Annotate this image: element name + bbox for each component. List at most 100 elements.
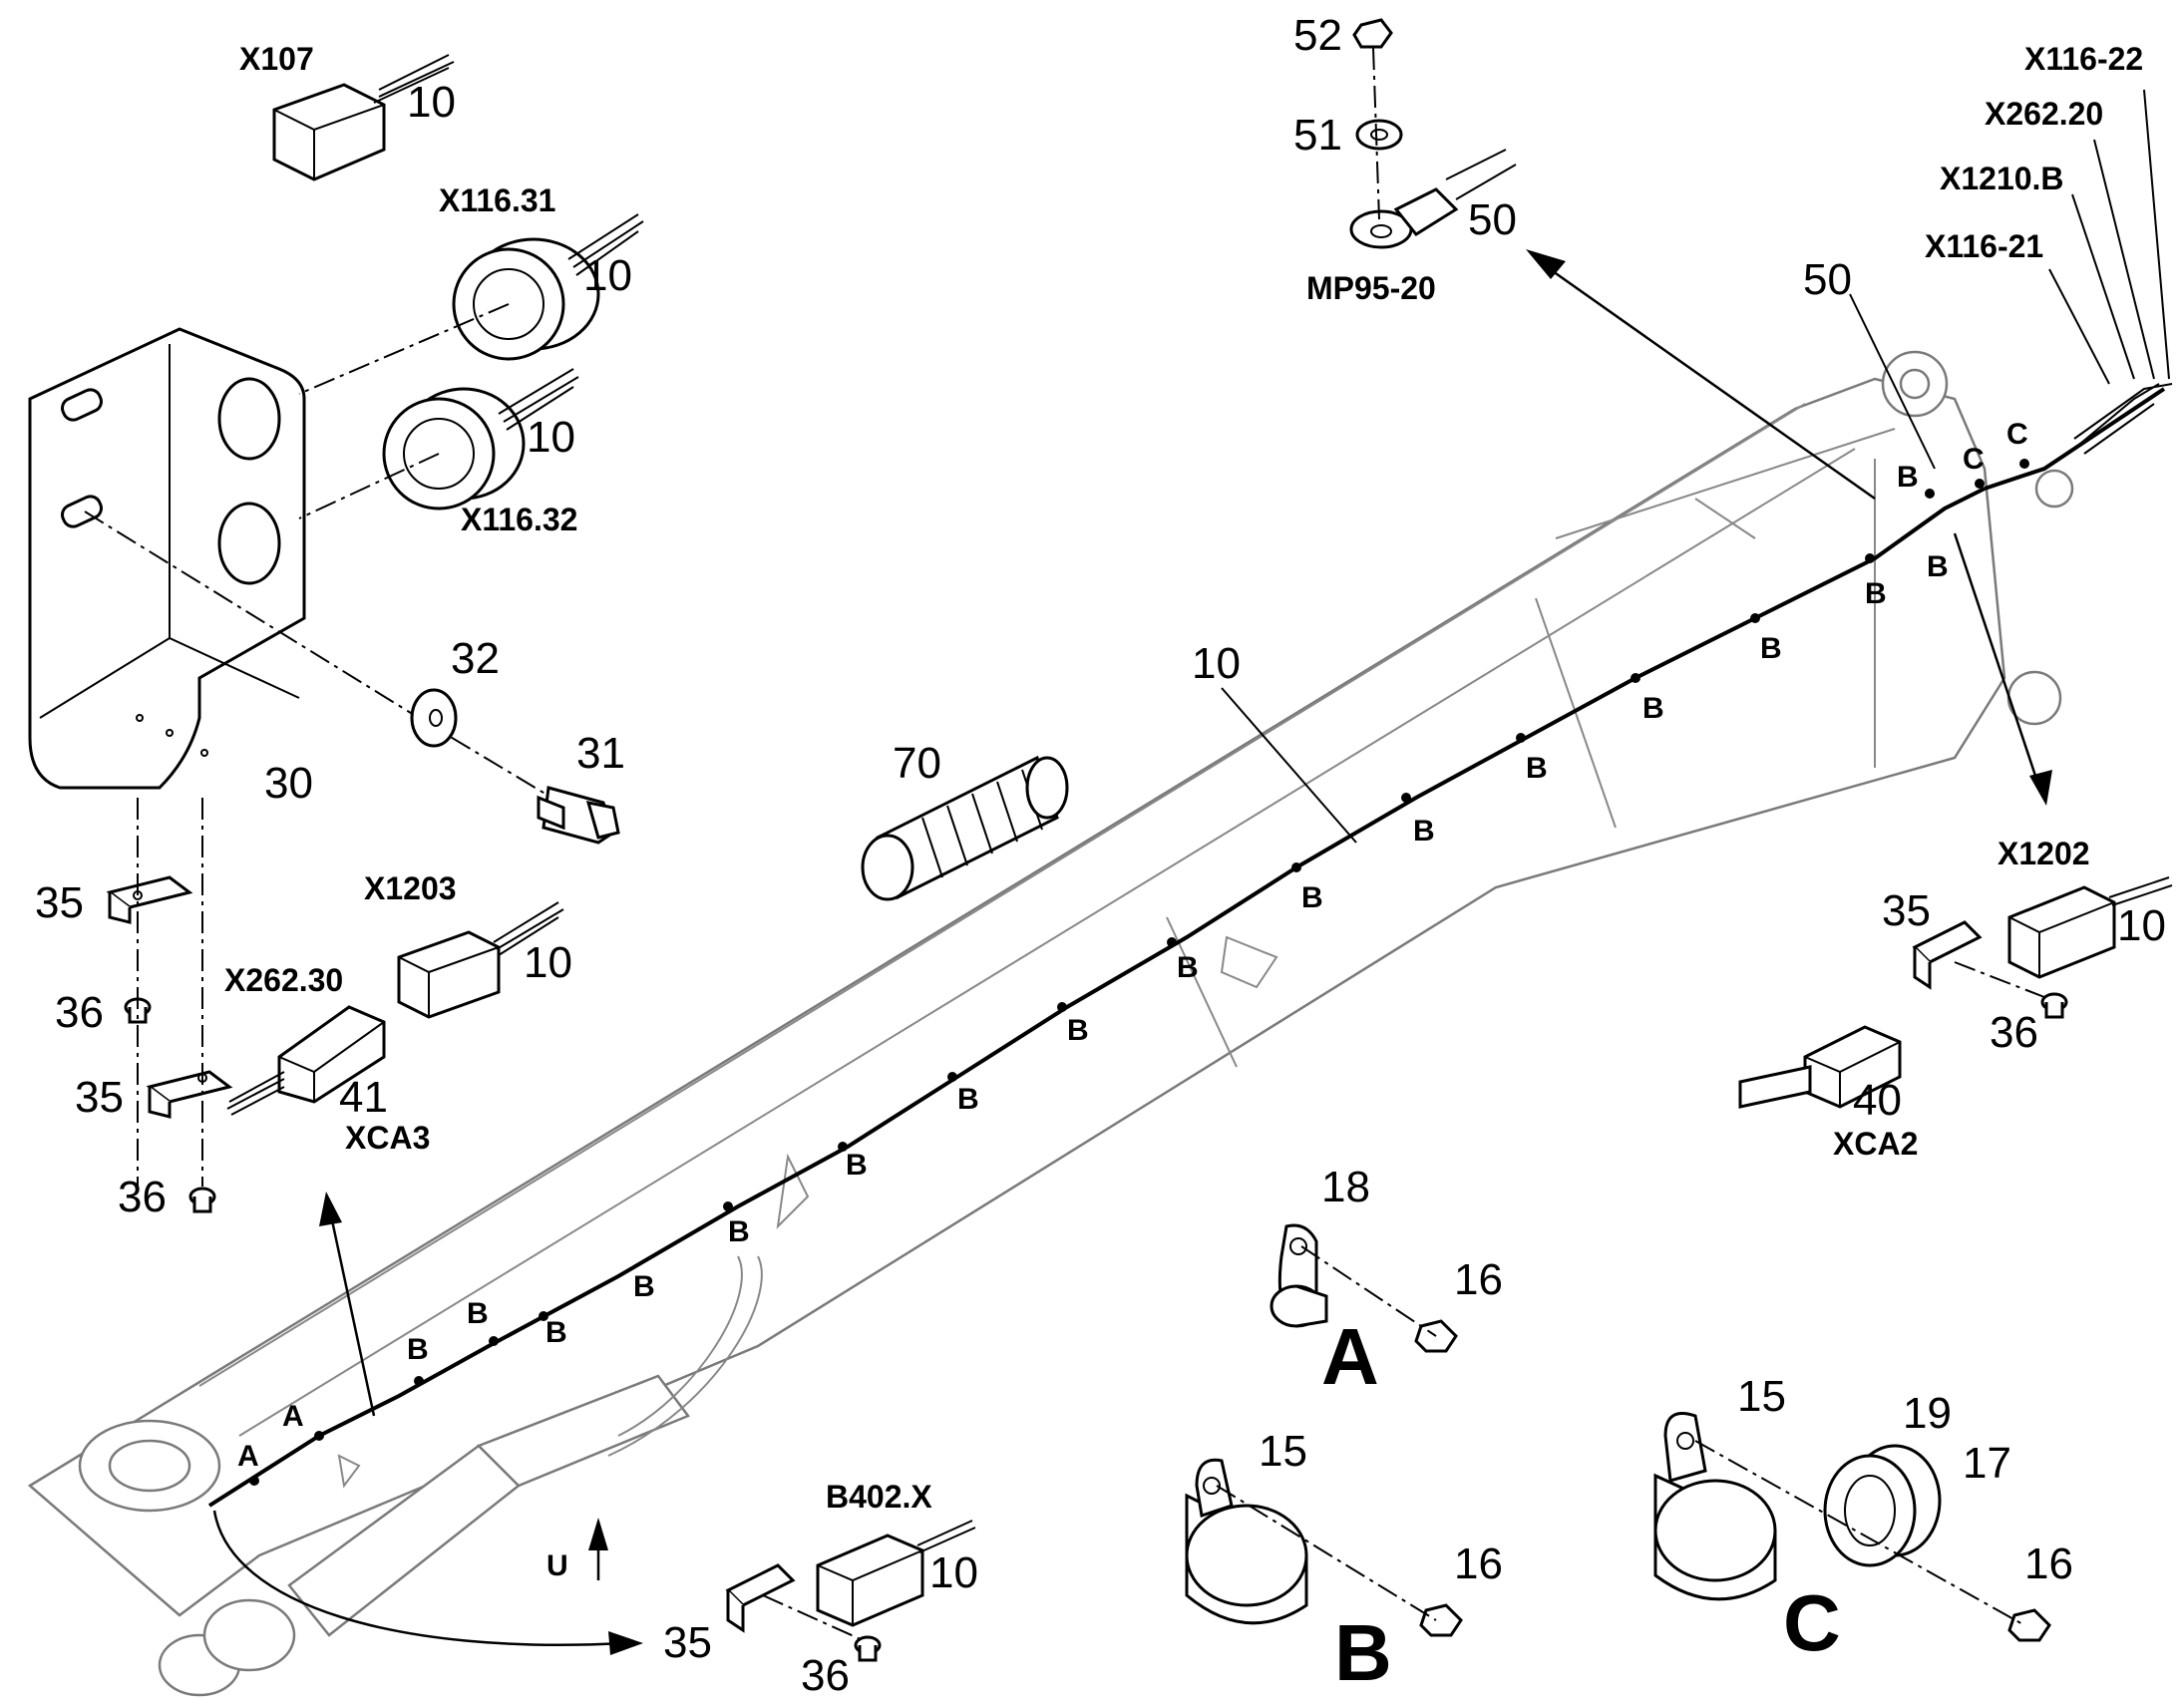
direction-arrows <box>212 249 2052 1655</box>
marker-b: B <box>1897 461 1919 494</box>
clamp-title-a: A <box>1321 1312 1379 1401</box>
part-label-10: 10 <box>527 413 575 462</box>
marker-a: A <box>282 1400 304 1433</box>
label-b402x: B402.X <box>826 1479 932 1515</box>
part-label-15: 15 <box>1259 1427 1307 1476</box>
marker-b: B <box>467 1297 489 1330</box>
part-label-35: 35 <box>35 878 84 927</box>
label-xca3: XCA3 <box>345 1120 430 1156</box>
marker-b: B <box>407 1333 429 1366</box>
clip-35-right <box>1912 920 1983 990</box>
clip-markers <box>249 459 2029 1486</box>
connector-labels: X107 X116.31 X116.32 X1203 X262.30 XCA3 … <box>224 41 2143 1515</box>
label-x262-20: X262.20 <box>1985 96 2103 132</box>
marker-b: B <box>1301 881 1323 914</box>
boom-structure <box>27 350 2074 1697</box>
direction-up-label: U <box>546 1549 568 1582</box>
leader-lines <box>1221 89 2170 844</box>
marker-b: B <box>1177 951 1199 984</box>
ground-point-mp95-20 <box>1349 18 1517 249</box>
clamp-position-markers: A A B B B B B B B B B B B B B B B B B C … <box>237 418 2028 1473</box>
connector-x1203 <box>397 901 564 1019</box>
label-x1203: X1203 <box>364 870 457 906</box>
label-x107: X107 <box>239 41 314 77</box>
label-x116-31: X116.31 <box>439 182 555 218</box>
clip-35-lower <box>146 1070 233 1119</box>
marker-b: B <box>728 1215 750 1248</box>
part-label-19: 19 <box>1903 1389 1952 1438</box>
marker-b: B <box>1927 550 1949 583</box>
marker-a: A <box>237 1440 259 1473</box>
protective-sleeve-70 <box>861 755 1069 901</box>
marker-c: C <box>1963 443 1985 476</box>
part-label-30: 30 <box>264 759 313 808</box>
part-label-10: 10 <box>1192 639 1241 688</box>
marker-b: B <box>957 1083 979 1116</box>
clamp-title-b: B <box>1334 1608 1392 1697</box>
part-label-10: 10 <box>583 251 632 300</box>
marker-b: B <box>1865 577 1887 610</box>
part-label-17: 17 <box>1963 1439 2011 1488</box>
bolt-31 <box>537 786 620 845</box>
clip-35-upper <box>106 875 193 924</box>
part-label-10: 10 <box>407 78 456 127</box>
clamp-type-titles: A B C <box>1321 1312 1841 1697</box>
part-label-18: 18 <box>1321 1163 1370 1211</box>
part-label-70: 70 <box>893 739 941 788</box>
part-label-50: 50 <box>1803 255 1852 304</box>
part-label-35: 35 <box>75 1073 124 1122</box>
part-label-35: 35 <box>1882 886 1931 935</box>
part-label-52: 52 <box>1293 11 1342 60</box>
clamp-a <box>1270 1223 1458 1353</box>
clip-35-bottom <box>725 1563 796 1633</box>
part-number-labels: 10 10 10 10 10 10 10 32 31 30 35 36 35 3… <box>35 11 2166 1700</box>
clamp-c <box>1653 1412 2051 1642</box>
label-x262-30: X262.30 <box>224 962 343 998</box>
label-x1202: X1202 <box>1998 836 2090 871</box>
part-label-36: 36 <box>801 1651 850 1700</box>
screw-36-bottom <box>854 1635 882 1662</box>
label-x116-32: X116.32 <box>461 502 577 537</box>
marker-b: B <box>1067 1014 1089 1047</box>
label-xca2: XCA2 <box>1833 1126 1918 1162</box>
part-label-16: 16 <box>1454 1539 1503 1588</box>
washer-32 <box>410 688 458 748</box>
clamp-title-c: C <box>1783 1578 1841 1667</box>
part-label-31: 31 <box>576 729 625 778</box>
marker-c: C <box>2006 418 2028 451</box>
marker-b: B <box>1760 632 1782 665</box>
connector-xca2 <box>1738 1025 1902 1109</box>
part-label-35: 35 <box>663 1618 712 1667</box>
mounting-bracket-30 <box>28 327 306 790</box>
label-x1210b: X1210.B <box>1940 161 2064 196</box>
marker-b: B <box>633 1270 655 1303</box>
part-label-36: 36 <box>118 1173 167 1221</box>
part-label-16: 16 <box>1454 1255 1503 1304</box>
label-x116-22: X116-22 <box>2024 41 2143 77</box>
screw-36-right <box>2040 992 2068 1019</box>
connector-b402x <box>816 1520 976 1627</box>
marker-b: B <box>1413 815 1435 848</box>
marker-b: B <box>846 1149 868 1182</box>
connector-x262-30 <box>226 1005 386 1116</box>
marker-b: B <box>1642 692 1664 725</box>
part-label-10: 10 <box>524 938 572 987</box>
part-label-51: 51 <box>1293 111 1342 160</box>
part-label-40: 40 <box>1853 1076 1902 1125</box>
part-label-16: 16 <box>2024 1539 2073 1588</box>
part-label-10: 10 <box>2117 901 2166 950</box>
part-label-10: 10 <box>929 1548 978 1597</box>
label-x116-21: X116-21 <box>1925 228 2043 264</box>
part-label-15: 15 <box>1737 1372 1786 1421</box>
part-label-41: 41 <box>339 1073 388 1122</box>
label-mp95-20: MP95-20 <box>1306 270 1436 306</box>
screw-36-lower <box>188 1187 216 1213</box>
part-label-32: 32 <box>451 634 500 683</box>
marker-b: B <box>545 1316 567 1349</box>
part-label-36: 36 <box>1990 1008 2038 1057</box>
part-label-50: 50 <box>1468 195 1517 244</box>
part-label-36: 36 <box>55 988 104 1037</box>
harness-10 <box>207 383 2173 1508</box>
marker-b: B <box>1526 752 1548 785</box>
